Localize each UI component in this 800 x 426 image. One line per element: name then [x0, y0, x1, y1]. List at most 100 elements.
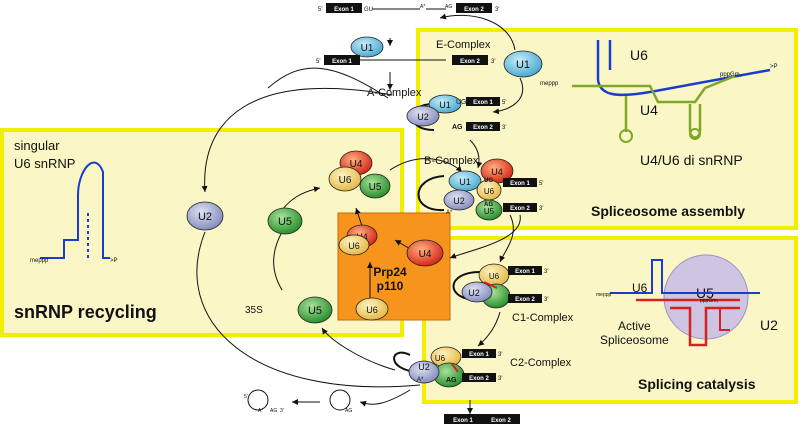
five-prime-label: 5'	[316, 59, 320, 65]
singular-label: singular	[14, 138, 60, 153]
active-label: Active	[618, 319, 651, 333]
pppgm-label: pppGm₃	[720, 72, 743, 78]
exon2-label: Exon 2	[473, 125, 493, 131]
arrow-b-to-c1	[499, 214, 514, 263]
five-prime-label: 5'	[539, 181, 543, 187]
exon2-label: Exon 2	[491, 418, 511, 424]
ag-label: AG	[345, 408, 352, 414]
meppp-label: meppp	[540, 81, 559, 87]
u6-in-box: U6	[355, 297, 389, 321]
exon1-label: Exon 1	[332, 59, 352, 65]
u4-label: U4	[350, 159, 363, 170]
u6-label: U6	[339, 175, 352, 186]
u1-label: U1	[516, 59, 530, 71]
exon2-label: Exon 2	[510, 206, 530, 212]
u6-label: U6	[435, 354, 446, 363]
exon1-label: Exon 1	[453, 418, 473, 424]
u1-label: U1	[361, 43, 374, 54]
three-prime-label: 3'	[280, 408, 284, 414]
exon1-label: Exon 1	[334, 7, 354, 13]
u1-label: U1	[439, 100, 451, 110]
e-complex-label: E-Complex	[436, 39, 491, 51]
u5-label: U5	[484, 207, 495, 216]
u2-label: U2	[468, 288, 480, 298]
u1-free: U1	[503, 50, 543, 78]
ag-label: AG	[270, 408, 277, 414]
a-complex: U1 U2 UG Exon 1 5' AG Exon 2 3'	[406, 94, 506, 131]
e-complex-assembly: U1 5' Exon 1 Exon 2 3'	[316, 36, 495, 65]
five-prime-label: 5'	[244, 394, 248, 400]
ug-label: UG	[456, 99, 467, 106]
u4-u6-structure: U6 U4 meppp pppGm₃ >P	[540, 40, 778, 143]
u2-label: U2	[453, 196, 465, 206]
u6-label: U6	[632, 281, 648, 295]
exon1-label: Exon 1	[473, 100, 493, 106]
p110-label: p110	[377, 279, 404, 293]
arrow-c2-to-35s	[321, 327, 396, 371]
u4-u6-dimer: U4 U6	[338, 224, 378, 256]
35s-label: 35S	[245, 305, 263, 316]
u1-label: U1	[459, 177, 471, 187]
three-prime-label: 3'	[495, 7, 499, 13]
a-complex-label: A-Complex	[367, 87, 422, 99]
exon1-label: Exon 1	[469, 352, 489, 358]
three-prime-label: 3'	[498, 352, 502, 358]
three-prime-label: 3'	[498, 376, 502, 382]
catalysis-title: Splicing catalysis	[638, 376, 756, 392]
u5-free: U5	[267, 207, 303, 235]
u5-label: U5	[278, 216, 292, 228]
u4-label: U4	[640, 102, 658, 118]
exon2-label: Exon 2	[464, 7, 484, 13]
arrow-b-to-u5	[449, 214, 521, 259]
c2-complex: U6 U2 A* AG Exon 1 3' Exon 2 3'	[393, 346, 502, 388]
branch-a-label: A*	[417, 377, 424, 383]
ag-label: AG	[484, 202, 493, 208]
arrow-c1-to-c2	[477, 311, 501, 347]
u6-label: U6	[348, 241, 360, 251]
arrow-tri-to-b	[389, 158, 463, 173]
exon2-label: Exon 2	[460, 59, 480, 65]
branch-a-label: A*	[446, 210, 453, 216]
three-prime-label: 3'	[544, 269, 548, 275]
exon2-label: Exon 2	[469, 376, 489, 382]
u2-label: U2	[198, 211, 212, 223]
meppp-label: meppp	[596, 292, 612, 298]
u5-label: U5	[308, 305, 322, 317]
u6-label: U6	[630, 47, 648, 63]
c1-complex: U6 U2 Exon 1 3' Exon 2 3'	[452, 263, 548, 309]
cycle-arrow-top	[201, 87, 393, 193]
u5-35s: 35S U5	[245, 296, 333, 324]
b-complex: U4 U1 U6 U2 U5 UG Exon 1 5' A* AG Exon 2…	[417, 158, 543, 221]
arrow-35s-to-u5	[273, 231, 283, 291]
exon2-label: Exon 2	[515, 297, 535, 303]
u6-snrnp-label: U6 snRNP	[14, 156, 75, 171]
arrow-a-to-b	[469, 139, 483, 169]
u6-label: U6	[366, 305, 378, 315]
spliceosome-label: Spliceosome	[600, 333, 669, 347]
c2-complex-label: C2-Complex	[510, 357, 572, 369]
three-prime-label: 3'	[502, 125, 506, 131]
gu-label: GU	[364, 7, 373, 13]
ag-label: AG	[445, 4, 452, 10]
three-prime-label: 3'	[491, 59, 495, 65]
branch-a-label: A*	[258, 408, 263, 414]
ag-label: AG	[452, 124, 463, 131]
p-end-label: >P	[770, 64, 778, 70]
ag-label: AG	[446, 377, 457, 384]
three-prime-label: 3'	[544, 297, 548, 303]
arrow-dimer-to-tri	[355, 207, 363, 227]
c1-complex-label: C1-Complex	[512, 312, 574, 324]
u4-free: U4	[406, 239, 444, 267]
arrow-e-to-u1	[439, 13, 516, 51]
branch-a-label: A*	[420, 4, 425, 10]
u2-label: U2	[760, 317, 778, 333]
u4-label: U4	[419, 249, 432, 260]
five-prime-label: 5'	[318, 7, 322, 13]
lariat-products: AG 5' A* AG 3'	[244, 389, 352, 414]
ug-label: UG	[484, 178, 493, 184]
three-prime-label: 3'	[539, 206, 543, 212]
recycling-title: snRNP recycling	[14, 302, 157, 322]
prp24-label: Prp24	[373, 265, 407, 279]
